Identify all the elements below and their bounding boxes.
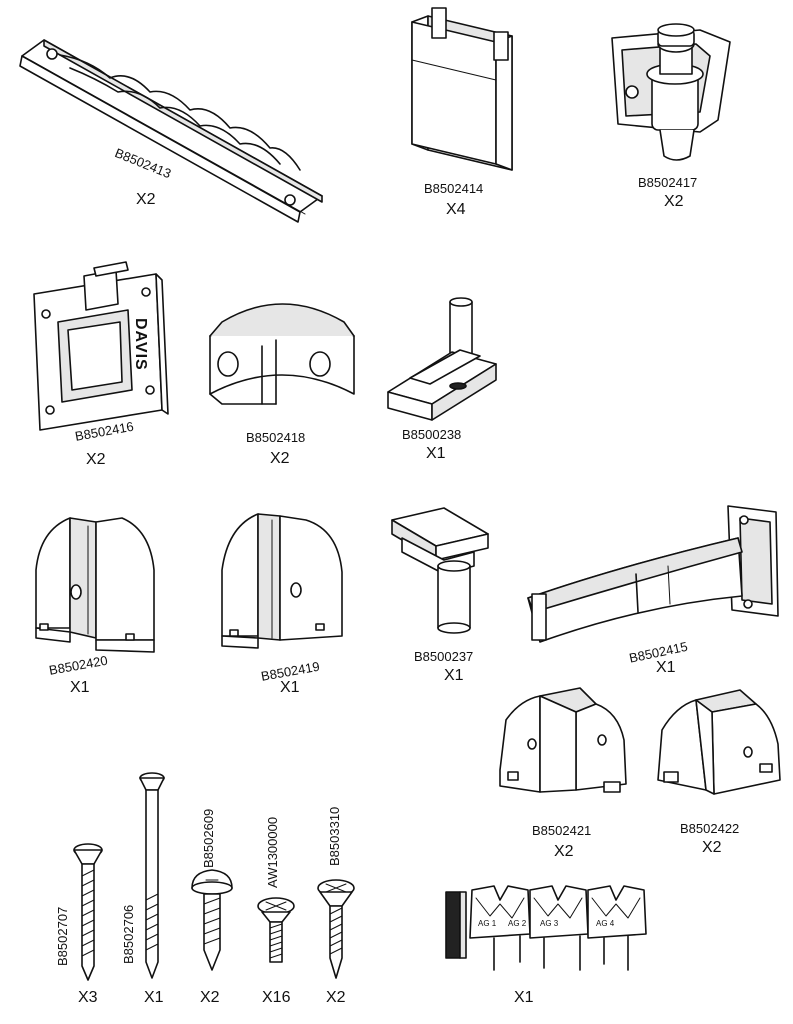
- hood-bracket-left-illustration: [35, 517, 155, 653]
- part-quantity: X2: [200, 989, 220, 1006]
- part-quantity: X2: [664, 193, 684, 210]
- part-code: B8502706: [121, 904, 136, 964]
- part-quantity: X3: [78, 989, 98, 1006]
- part-quantity: X4: [446, 201, 466, 218]
- screw-machine-illustration: [257, 897, 295, 963]
- screw-countersunk-illustration: [73, 843, 103, 981]
- part-code: B8502707: [55, 906, 70, 966]
- part-code: B8502421: [532, 823, 592, 838]
- stamp-text: DAVIS: [132, 318, 149, 371]
- hood-bracket-right-illustration: [221, 513, 343, 649]
- part-code: B8500237: [414, 649, 474, 664]
- part-quantity: X2: [702, 839, 722, 856]
- part-quantity: X2: [86, 451, 106, 468]
- part-quantity: X1: [514, 989, 534, 1006]
- tag-label: AG 3: [540, 919, 559, 928]
- part-code: B8502422: [680, 821, 740, 836]
- part-code: B8503310: [327, 806, 342, 866]
- tag-label: AG 1: [478, 919, 497, 928]
- tag-label: AG 4: [596, 919, 615, 928]
- clip-bracket-b-illustration: [657, 689, 781, 795]
- part-code: B8502414: [424, 181, 484, 196]
- part-quantity: X1: [144, 989, 164, 1006]
- screw-panhead-illustration: [191, 869, 233, 971]
- part-quantity: X1: [444, 667, 464, 684]
- arm-bracket-illustration: [527, 505, 779, 643]
- inverted-pin-illustration: [391, 507, 489, 634]
- part-quantity: X16: [262, 989, 291, 1006]
- tag-strip-illustration: [445, 885, 647, 971]
- channel-bracket-illustration: [411, 7, 513, 171]
- tag-label: AG 2: [508, 919, 527, 928]
- part-quantity: X1: [70, 679, 90, 696]
- screw-long-illustration: [139, 772, 165, 979]
- part-quantity: X2: [554, 843, 574, 860]
- knob-clamp-illustration: [611, 23, 731, 161]
- part-quantity: X1: [280, 679, 300, 696]
- part-quantity: X1: [426, 445, 446, 462]
- part-quantity: X2: [326, 989, 346, 1006]
- saddle-clamp-illustration: [209, 303, 355, 405]
- screw-phillips-illustration: [317, 879, 355, 979]
- part-code: B8502417: [638, 175, 698, 190]
- part-code: B8500238: [402, 427, 462, 442]
- pin-block-illustration: [387, 297, 497, 421]
- part-code: B8502418: [246, 430, 306, 445]
- part-quantity: X1: [656, 659, 676, 676]
- part-quantity: X2: [136, 191, 156, 208]
- part-code: AW1300000: [265, 816, 280, 888]
- clip-bracket-a-illustration: [499, 687, 627, 793]
- frame-bracket-illustration: [33, 261, 169, 431]
- part-quantity: X2: [270, 450, 290, 467]
- part-code: B8502609: [201, 808, 216, 868]
- rail-part-illustration: [19, 39, 323, 223]
